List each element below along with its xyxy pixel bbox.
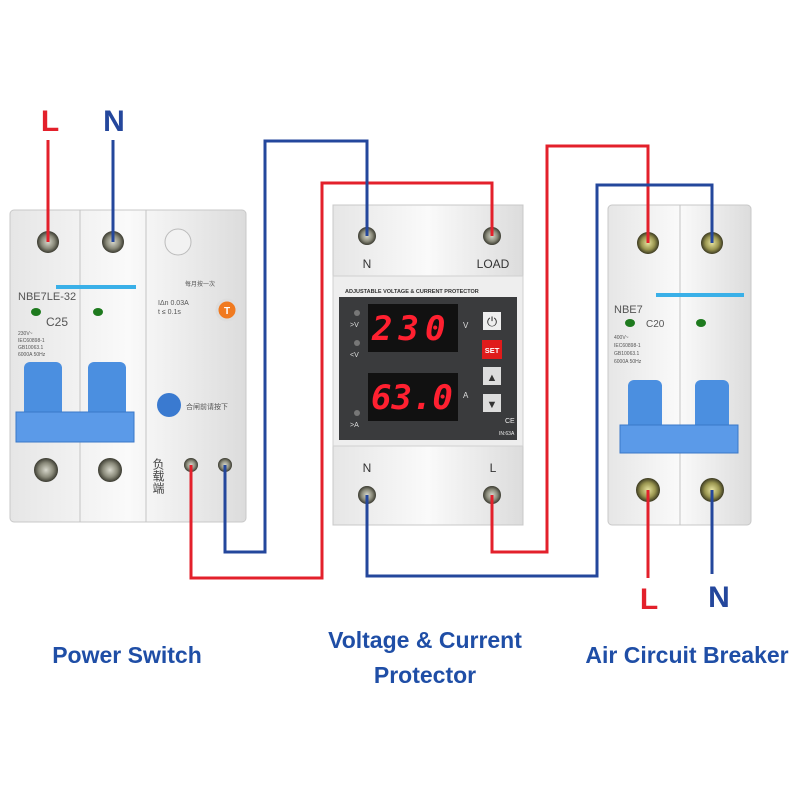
supply-live-label: L [41,105,59,138]
power-switch-caption: Power Switch [52,642,202,668]
spec: 400V~ [614,335,629,341]
voltage-display: 230 [371,309,451,349]
indicator-label: <V [350,352,359,359]
spec: IEC60898-1 [18,338,45,344]
spec: 230V~ [18,331,33,337]
load-side-label: 负载端 [151,458,165,495]
reset-hint: 合闸前请按下 [186,402,228,411]
protector-caption: Voltage & Current [328,627,522,653]
set-label: SET [485,346,500,355]
up-button[interactable]: ▲ [483,367,501,385]
voltage-current-protector: ADJUSTABLE VOLTAGE & CURRENT PROTECTOR 2… [332,204,524,526]
rating-label: IN:63A [499,431,515,437]
load-side-text: 负载端 [151,458,165,495]
air-circuit-breaker: NBE7 C20 400V~ IEC60898-1 GB10063.1 6000… [607,204,752,526]
terminal-label: N [363,461,372,475]
power-icon: ⏻ [487,314,497,329]
toggle-handle[interactable] [619,380,739,454]
rcd-spec: IΔn 0.03A [158,300,189,307]
model-label: NBE7LE-32 [18,291,76,303]
panel-title: ADJUSTABLE VOLTAGE & CURRENT PROTECTOR [345,289,479,295]
down-arrow-icon: ▼ [487,399,498,411]
spec: GB10063.1 [614,351,640,357]
rcd-spec: t ≤ 0.1s [158,309,181,316]
power-switch: NBE7LE-32 C25 230V~ IEC60898-1 GB10063.1… [9,209,247,523]
current-display: 63.0 [371,378,453,418]
output-live-label: L [640,583,658,616]
terminal-label: L [490,461,497,475]
power-button[interactable]: ⏻ [483,312,501,330]
switch-to-protector-neutral [223,139,369,554]
protector-caption: Protector [374,662,476,688]
indicator-label: >A [350,422,359,429]
test-button-label: T [224,306,230,317]
current-unit: A [463,391,469,400]
monthly-test-text: 每月按一次 [185,280,215,288]
ce-mark: CE [505,418,515,425]
protector-to-breaker-neutral [365,183,714,578]
indicator-label: >V [350,322,359,329]
test-button[interactable]: T [215,298,239,322]
terminal-label: LOAD [477,257,510,271]
switch-to-protector-live [189,181,494,580]
supply-neutral-label: N [103,105,125,138]
set-button[interactable]: SET [482,340,502,359]
status-led [93,308,103,316]
spec: GB10063.1 [18,345,44,351]
rating-label: C25 [46,315,68,329]
down-button[interactable]: ▼ [483,394,501,412]
up-arrow-icon: ▲ [487,372,498,384]
protector-to-breaker-live [490,144,650,554]
air-breaker-caption: Air Circuit Breaker [585,642,788,668]
output-neutral-label: N [708,581,730,614]
wires [46,139,714,580]
spec: 6000A 50Hz [18,352,46,358]
spec: 6000A 50Hz [614,359,642,365]
reset-button[interactable] [157,393,181,417]
voltage-unit: V [463,321,469,330]
spec: IEC60898-1 [614,343,641,349]
blue-stripe [56,285,136,289]
toggle-handle[interactable] [15,362,135,443]
terminal-label: N [363,257,372,271]
status-led [31,308,41,316]
model-label: NBE7 [614,304,643,316]
rating-label: C20 [646,319,665,330]
